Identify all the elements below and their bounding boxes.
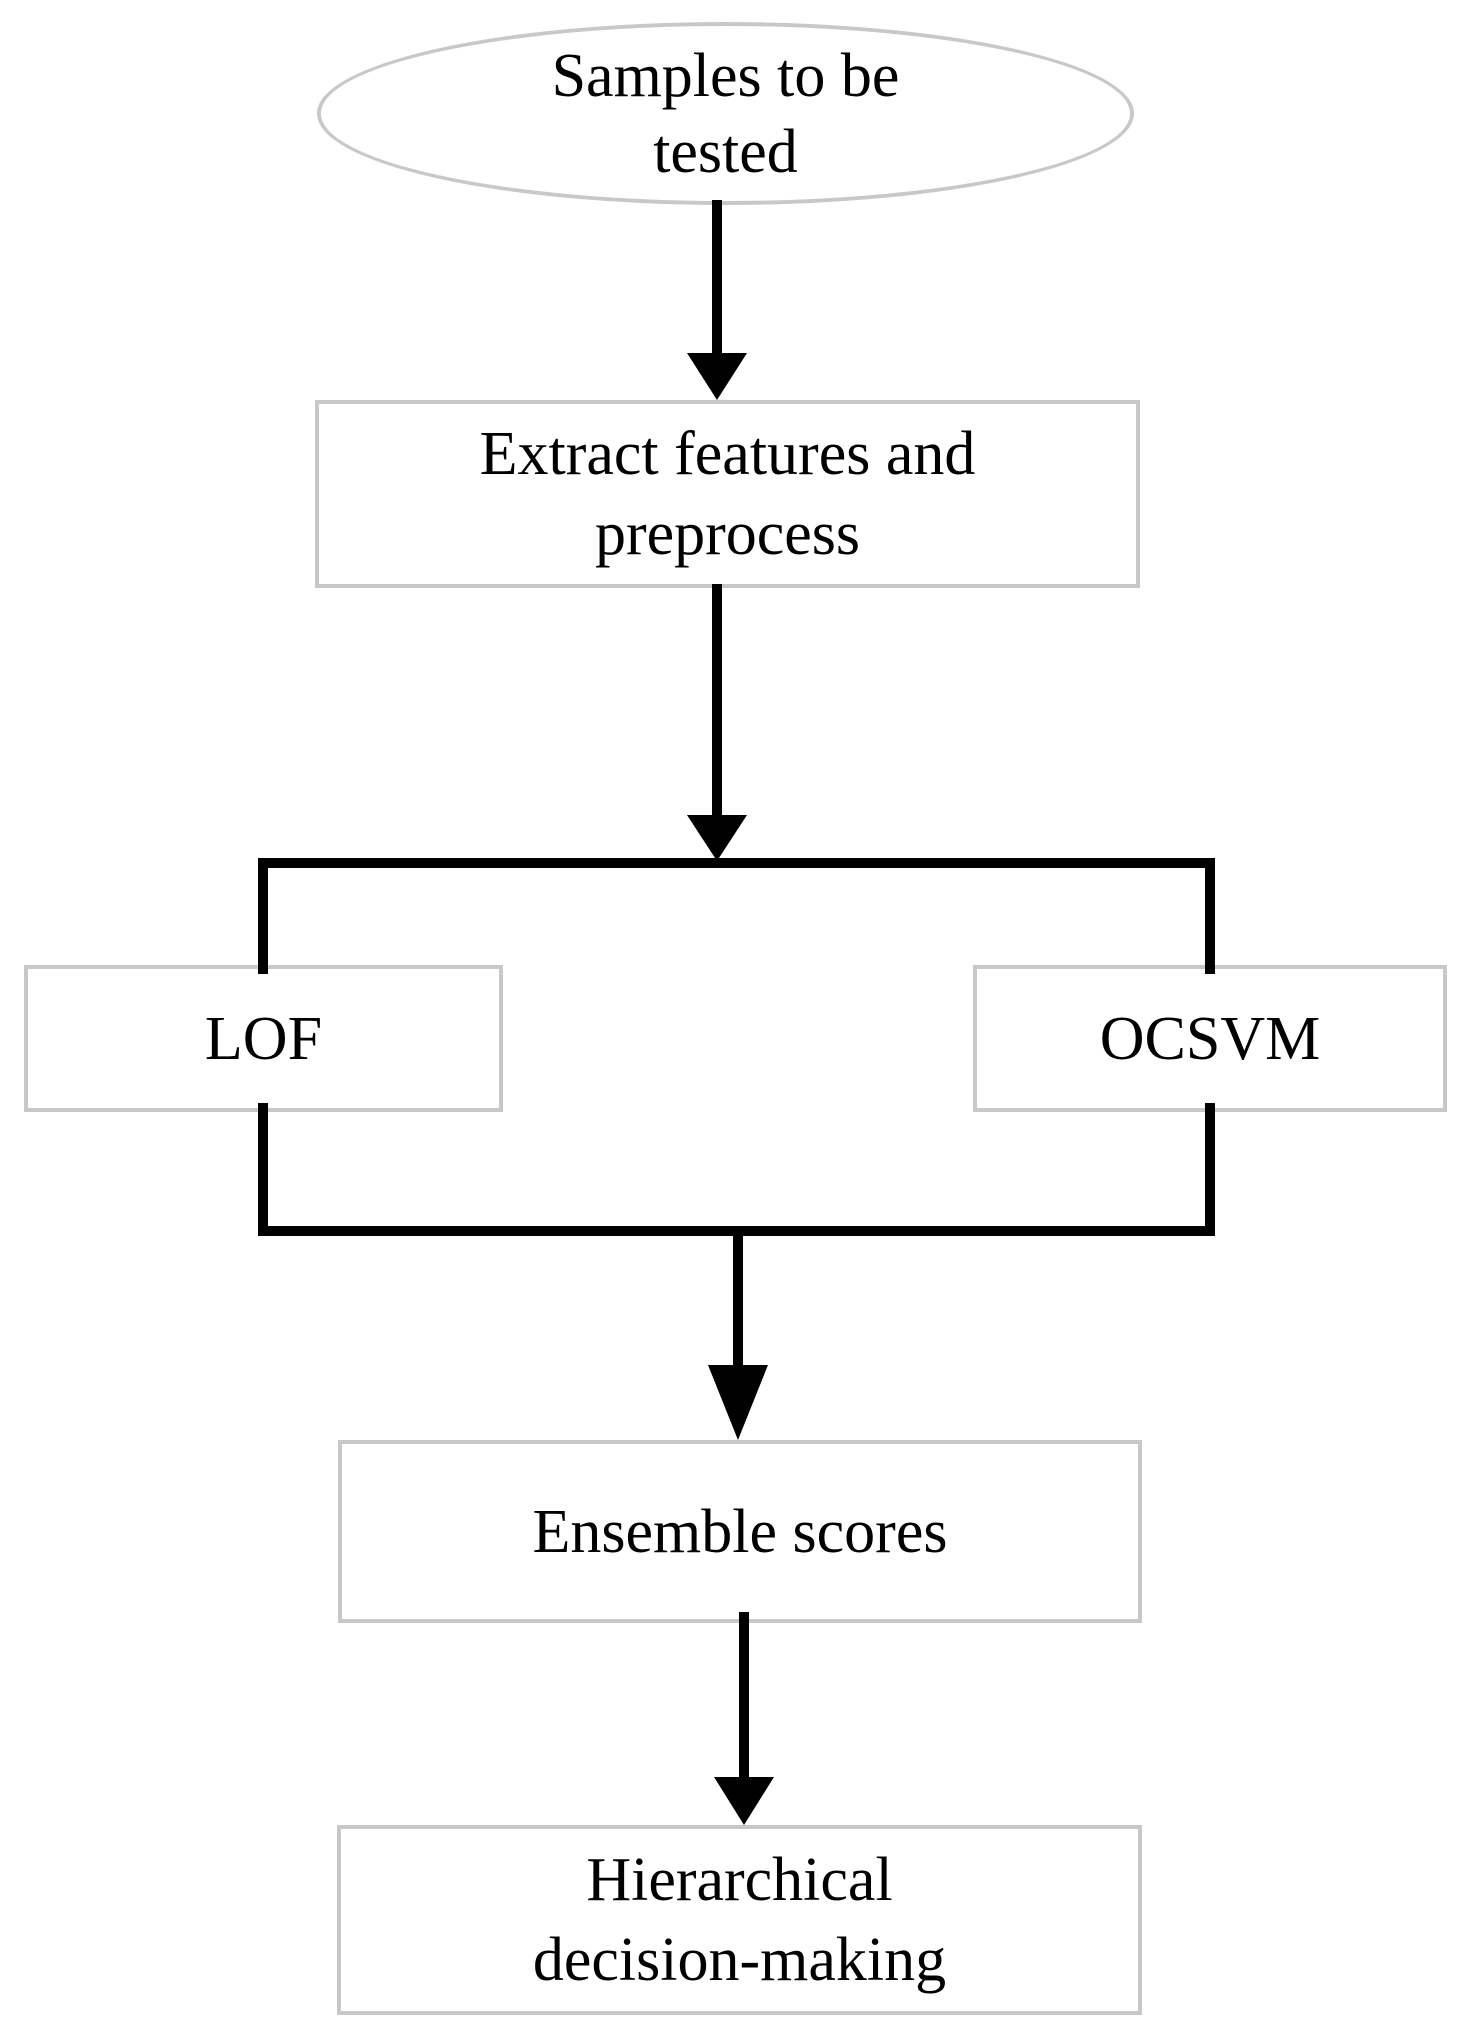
node-ensemble-box: Ensemble scores: [338, 1440, 1142, 1623]
node-decision-label-line2: decision-making: [532, 1926, 947, 1994]
node-lof-label: LOF: [204, 1004, 323, 1073]
arrowhead-down-icon: [687, 353, 747, 400]
node-ocsvm-box: OCSVM: [973, 965, 1447, 1112]
edge-extract-to-split: [687, 584, 747, 861]
edge-lof-and-ocsvm-to-merge: [258, 1103, 1215, 1236]
arrowhead-down-icon: [708, 1365, 768, 1440]
node-decision-box: Hierarchical decision-making: [337, 1825, 1142, 2015]
node-samples-label-line2: tested: [653, 117, 798, 186]
arrowhead-down-icon: [687, 815, 747, 861]
arrowhead-down-icon: [714, 1777, 774, 1825]
node-ensemble-label: Ensemble scores: [532, 1497, 948, 1566]
node-lof-box: LOF: [24, 965, 503, 1112]
node-decision-label-line1: Hierarchical: [586, 1846, 893, 1914]
node-extract-label-line2: preprocess: [594, 500, 861, 568]
edge-merge-to-ensemble: [708, 1226, 768, 1440]
node-samples-ellipse: Samples to be tested: [317, 22, 1134, 205]
edge-samples-to-extract: [687, 200, 747, 400]
node-extract-box: Extract features and preprocess: [315, 400, 1140, 588]
node-extract-label-line1: Extract features and: [479, 420, 976, 488]
edge-split-to-lof-and-ocsvm: [258, 858, 1215, 974]
node-ocsvm-label: OCSVM: [1099, 1004, 1321, 1073]
edge-ensemble-to-decision: [714, 1612, 774, 1825]
node-samples-label-line1: Samples to be: [551, 41, 900, 110]
